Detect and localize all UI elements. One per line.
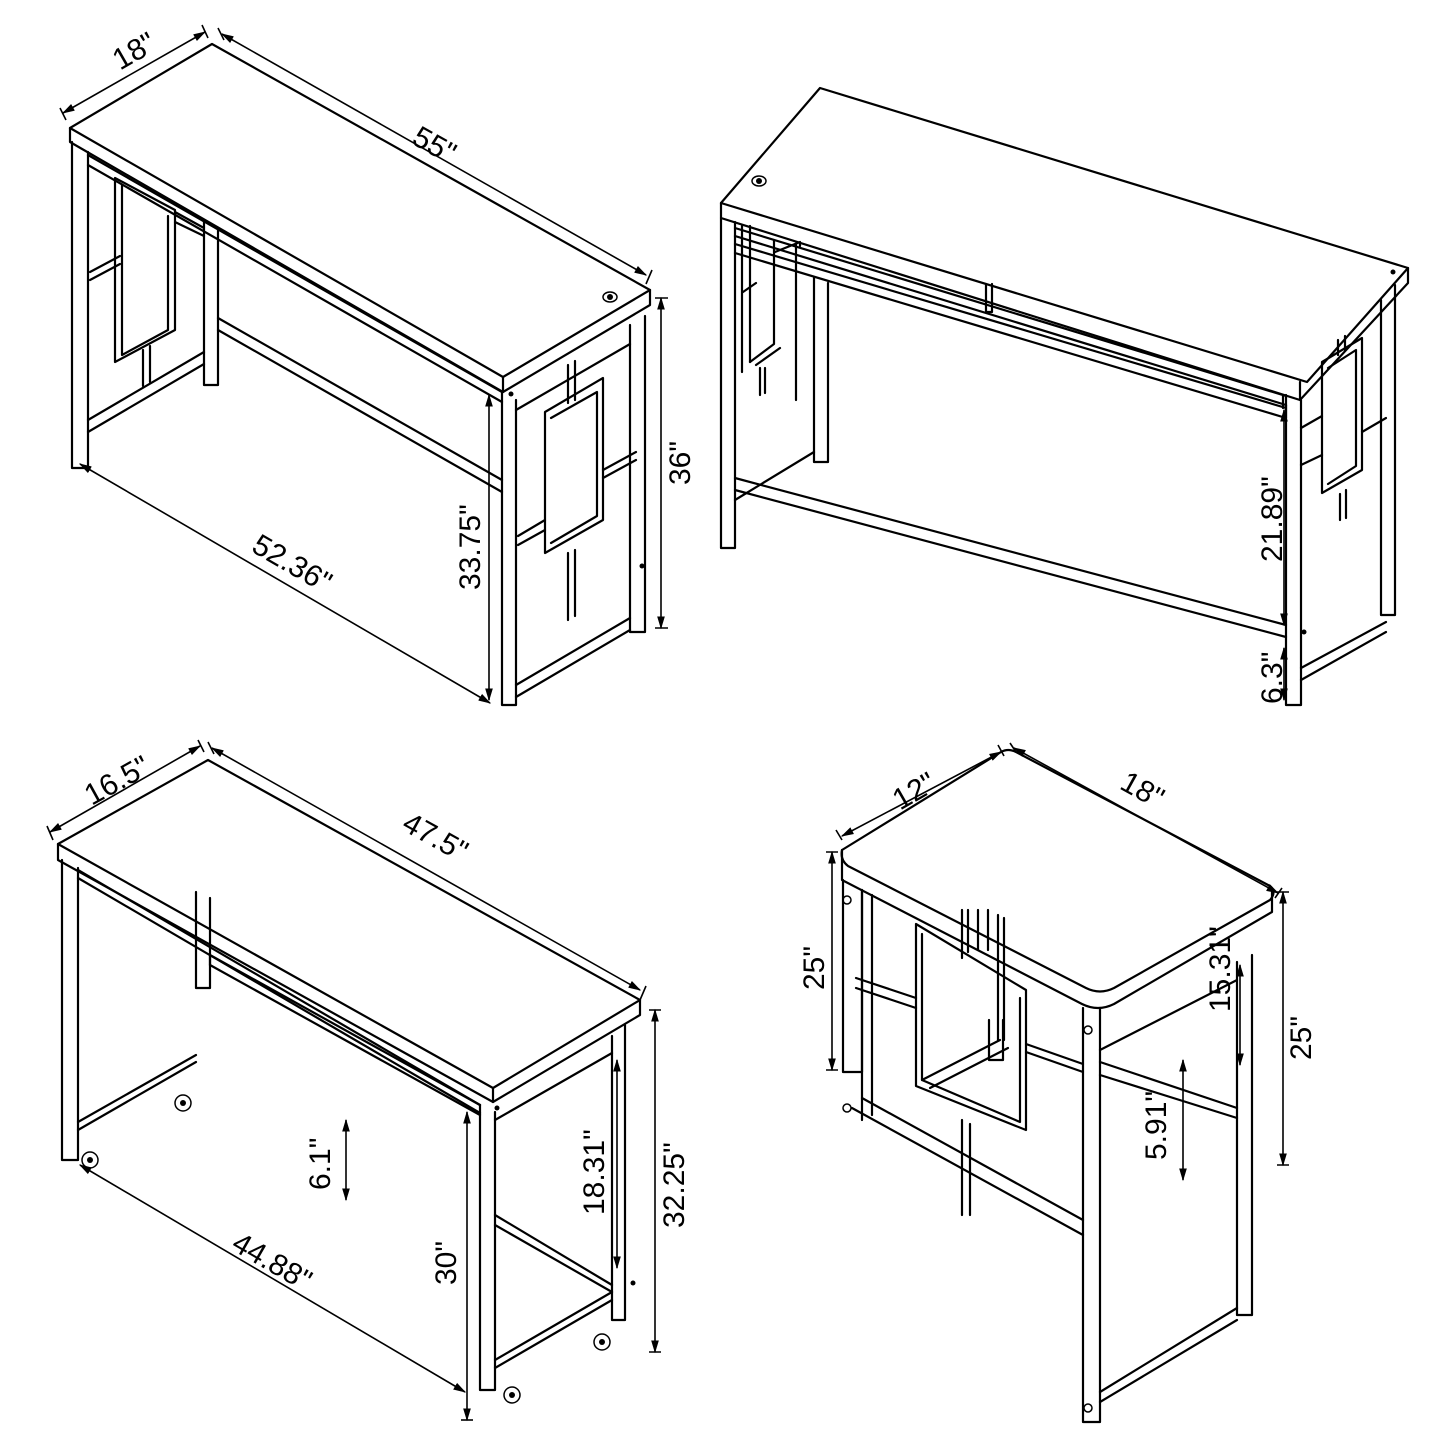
dim-label-counter-height: 36" [664, 440, 697, 485]
dim-label-desk-side-opening: 18.31" [578, 1129, 611, 1215]
dim-label-desk-height: 32.25" [658, 1142, 691, 1228]
dim-label-counter-clearance: 33.75" [454, 504, 487, 590]
dim-label-desk-stretcher-drop: 6.1" [304, 1137, 337, 1190]
dim-label-rear-stretcher-to-apron: 21.89" [1256, 476, 1289, 562]
dim-label-stool-height-left: 25" [798, 945, 831, 990]
dim-label-stool-height-right: 25" [1285, 1015, 1318, 1060]
dim-label-stool-upper-opening: 15.31" [1204, 926, 1237, 1012]
dim-label-stool-stretcher-height: 5.91" [1140, 1090, 1173, 1160]
counter-table-rear-drawing [719, 86, 1410, 707]
caster-icon [81, 1094, 611, 1404]
counter-table-drawing [59, 24, 668, 707]
dim-label-desk-clearance: 30" [430, 1240, 463, 1285]
dim-label-rear-stretcher-from-floor: 6.3" [1256, 651, 1289, 704]
desk-drawing [46, 739, 661, 1422]
stool-drawing [826, 742, 1289, 1424]
